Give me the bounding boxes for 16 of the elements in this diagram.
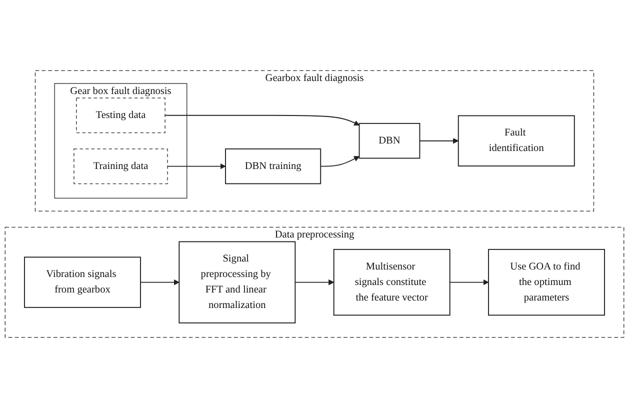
arrow (167, 163, 226, 170)
node-box: Training data (74, 148, 168, 184)
arrow (164, 114, 360, 126)
node-box: DBN (358, 122, 420, 159)
arrow (294, 279, 334, 286)
node-box: Signal preprocessing by FFT and linear normalization (178, 241, 296, 324)
node-box: Use GOA to find the optimum parameters (488, 248, 605, 316)
arrow (449, 279, 489, 286)
node-box: Multisensor signals constitute the feature vector (333, 248, 450, 316)
arrow (419, 138, 459, 144)
arrow (320, 156, 360, 167)
node-box: Fault identification (458, 115, 575, 166)
arrow (140, 279, 180, 286)
node-box: DBN training (225, 148, 322, 184)
node-box: Testing data (76, 98, 166, 134)
node-box: Vibration signals from gearbox (24, 256, 141, 308)
